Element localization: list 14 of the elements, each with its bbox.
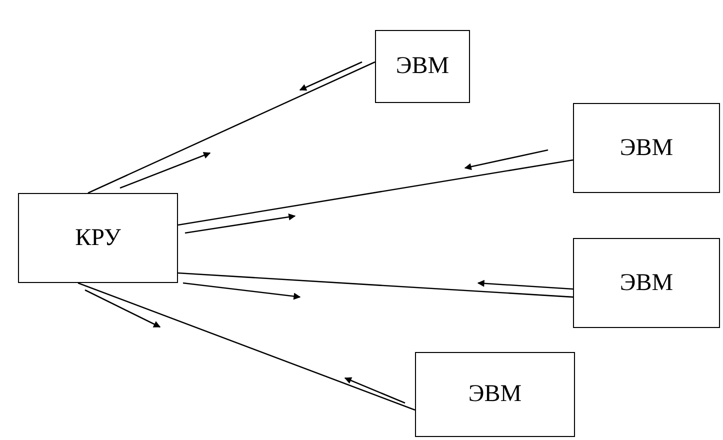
block-box (573, 103, 720, 193)
block-label: ЭВМ (620, 270, 674, 296)
block-label: КРУ (75, 224, 121, 252)
block-box (375, 30, 470, 103)
block-box (415, 352, 575, 437)
connector-line (178, 272, 574, 298)
block-label: ЭВМ (468, 381, 522, 408)
connector-line (178, 159, 574, 226)
connector-line (78, 282, 416, 411)
block-label: ЭВМ (396, 53, 450, 80)
connector-line (88, 61, 376, 194)
block-label: ЭВМ (620, 134, 674, 162)
block-box (18, 193, 178, 283)
block-box (573, 238, 720, 328)
